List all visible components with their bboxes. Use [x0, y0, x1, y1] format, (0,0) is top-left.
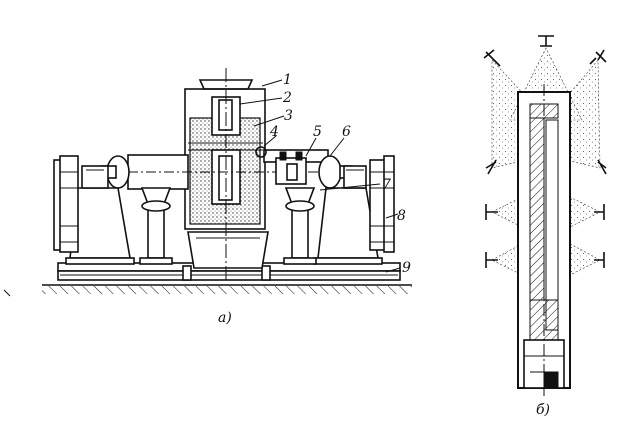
left-column — [139, 187, 173, 265]
callout-5: 5 — [313, 124, 322, 140]
ground-floor — [42, 284, 412, 294]
callout-1: 1 — [283, 72, 292, 88]
left-frame — [65, 165, 135, 265]
callout-2: 2 — [282, 90, 292, 106]
callout-labels: 1 2 3 4 5 6 7 8 9 — [269, 72, 411, 276]
view-b: б) — [483, 35, 607, 418]
right-frame — [313, 165, 383, 265]
callout-3: 3 — [284, 108, 293, 124]
callout-leaders — [239, 79, 401, 273]
caption-b: б) — [536, 402, 550, 418]
right-column — [283, 187, 317, 265]
left-drive — [53, 155, 79, 253]
view-a: 1 2 3 4 5 6 7 8 9 а) — [42, 68, 412, 326]
caption-a: а) — [218, 310, 232, 326]
spray-nozzles — [483, 35, 607, 268]
callout-4: 4 — [269, 124, 279, 140]
coupling — [255, 146, 307, 185]
callout-6: 6 — [342, 124, 351, 140]
center-pedestal — [187, 231, 269, 269]
section-body — [517, 84, 571, 396]
right-drive — [369, 155, 395, 253]
callout-9: 9 — [402, 260, 411, 276]
callout-8: 8 — [397, 208, 406, 224]
margin-mark — [3, 289, 11, 297]
callout-7: 7 — [382, 177, 391, 193]
